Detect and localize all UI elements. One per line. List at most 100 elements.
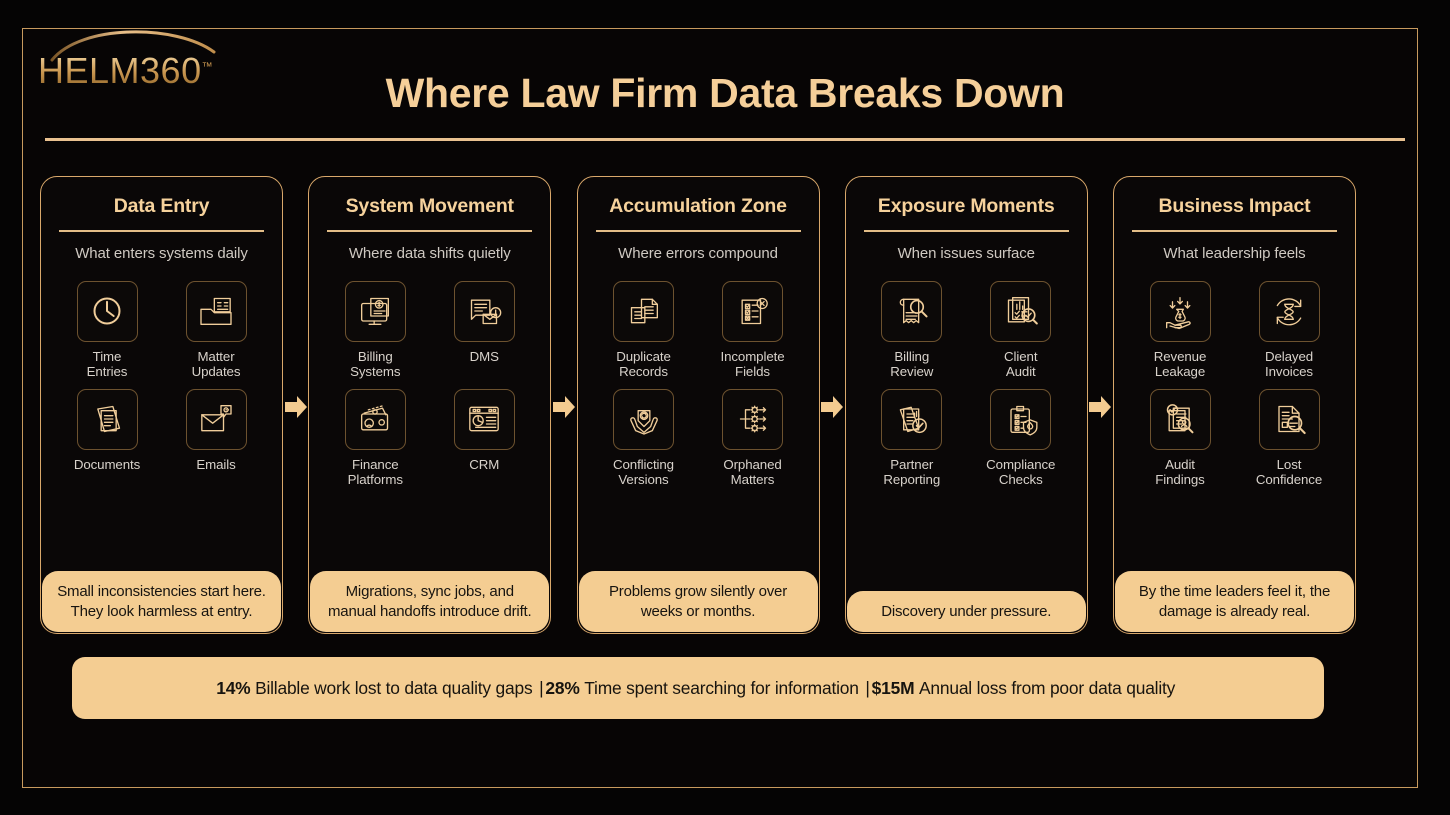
wallet-money-icon	[344, 388, 406, 450]
money-hand-down-arrows-icon	[1149, 280, 1211, 342]
icon-label: Documents	[73, 456, 141, 472]
stage-footer-note: Small inconsistencies start here. They l…	[42, 571, 281, 632]
icon-item: CRM	[432, 388, 537, 488]
email-envelope-icon	[185, 388, 247, 450]
icon-item: Emails	[164, 388, 269, 473]
arrow-right-icon	[1088, 394, 1112, 420]
arrow-connector-gap	[283, 176, 308, 634]
documents-stack-icon	[76, 388, 138, 450]
audit-findings-icon	[1149, 388, 1211, 450]
stat-value: $15M	[871, 677, 915, 698]
stage-title: System Movement	[345, 195, 514, 217]
report-magnifier-check-icon	[990, 280, 1052, 342]
stage-footer-note: By the time leaders feel it, the damage …	[1115, 571, 1354, 632]
receipt-magnifier-icon	[881, 280, 943, 342]
icon-label: CRM	[469, 456, 500, 472]
stage-title-divider	[595, 230, 801, 232]
gear-tree-icon	[722, 388, 783, 450]
stage-subtitle: Where data shifts quietly	[348, 244, 511, 262]
stage-subtitle: What leadership feels	[1163, 244, 1306, 262]
stats-bar: 14% Billable work lost to data quality g…	[72, 657, 1324, 719]
hourglass-cycle-icon	[1258, 280, 1320, 342]
arrow-right-icon	[820, 394, 844, 420]
logo-trademark: ™	[201, 61, 214, 73]
report-check-icon	[881, 388, 943, 450]
folder-document-icon	[185, 280, 247, 342]
stage-title-divider	[1132, 230, 1337, 232]
stage-title: Business Impact	[1158, 195, 1311, 217]
stage-subtitle: What enters systems daily	[75, 244, 248, 262]
page-title: Where Law Firm Data Breaks Down	[385, 70, 1065, 116]
stage-title: Data Entry	[113, 195, 210, 217]
arrow-connector-gap	[1088, 176, 1113, 634]
stat-value: 28%	[545, 677, 580, 698]
document-magnifier-icon	[1258, 388, 1320, 450]
arrow-connector-gap	[551, 176, 576, 634]
arrow-right-icon	[284, 394, 308, 420]
stage-title-divider	[59, 230, 264, 232]
logo-word-helm: HELM	[38, 50, 141, 91]
clipboard-shield-icon	[990, 388, 1052, 450]
stage-title-divider	[863, 230, 1069, 232]
hands-refresh-icon	[613, 388, 674, 450]
stat-label: Billable work lost to data quality gaps	[255, 677, 533, 698]
stats-separator: |	[539, 677, 544, 698]
browser-chart-icon	[453, 388, 515, 450]
stage-footer-note: Migrations, sync jobs, and manual handof…	[310, 571, 550, 632]
document-mail-alert-icon	[453, 280, 515, 342]
stats-separator: |	[865, 677, 870, 698]
stage-footer-note: Discovery under pressure.	[846, 590, 1086, 632]
icon-item: Documents	[55, 388, 160, 473]
checklist-error-icon	[722, 280, 783, 342]
stage-footer-note: Problems grow silently over weeks or mon…	[578, 571, 818, 632]
helm360-logo: HELM360™	[38, 20, 268, 98]
duplicate-documents-icon	[613, 280, 674, 342]
icon-label: Emails	[196, 456, 236, 472]
stat-label: Time spent searching for information	[584, 677, 859, 698]
clock-icon	[76, 280, 138, 342]
logo-word-360: 360	[140, 50, 202, 91]
stage-title-divider	[327, 230, 533, 232]
monitor-dollar-icon	[344, 280, 406, 342]
title-divider	[45, 138, 1405, 141]
stage-subtitle: Where errors compound	[618, 244, 778, 262]
